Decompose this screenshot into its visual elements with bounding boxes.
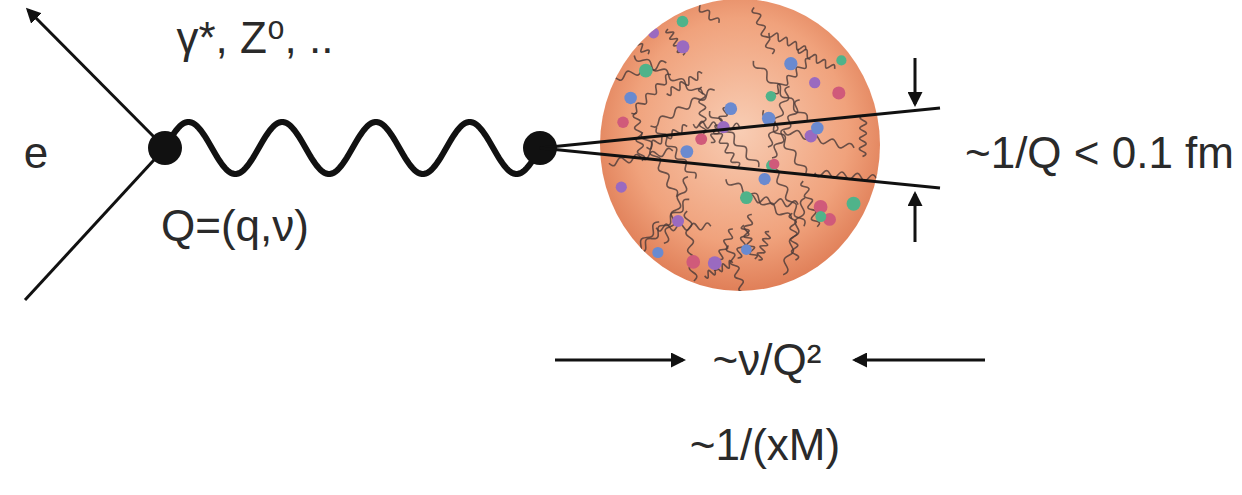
outgoing-electron <box>28 10 165 148</box>
dimension-arrow <box>555 359 683 362</box>
quark-dot <box>769 159 779 169</box>
quark-dot <box>741 244 752 255</box>
gluon-line <box>798 49 835 69</box>
quark-dot <box>639 64 653 78</box>
dimension-arrow <box>855 359 985 362</box>
quark-dot <box>624 92 637 105</box>
gluon-line <box>763 110 807 173</box>
dimension-label: ~1/Q < 0.1 fm <box>965 129 1234 177</box>
gluon-line <box>757 232 770 260</box>
gluon-line <box>656 223 711 231</box>
quark-dot <box>617 39 629 51</box>
quark-dot <box>630 249 643 262</box>
momentum-label: Q=(q,ν) <box>161 202 309 250</box>
gluon-line <box>753 61 807 120</box>
quark-dot <box>832 86 845 99</box>
dimension-label: ~1/(xM) <box>690 421 840 469</box>
gluon-line <box>726 179 792 219</box>
probe-line <box>540 108 940 148</box>
gluon-line <box>667 72 703 96</box>
quark-dot <box>680 145 693 158</box>
photon-backdrop <box>198 80 518 218</box>
vertex-dot <box>148 131 182 165</box>
quark-dot <box>809 77 820 88</box>
gluon-line <box>714 129 740 167</box>
dimension-arrow <box>914 58 917 104</box>
quark-dot <box>766 91 776 101</box>
gluon-line <box>859 115 866 156</box>
quark-dot <box>616 182 627 193</box>
quark-dot <box>811 122 824 135</box>
gluon-line <box>610 222 659 284</box>
quark-dot <box>652 247 663 258</box>
dimension-label: ~ν/Q² <box>713 336 822 384</box>
gluon-line <box>684 211 697 281</box>
proton-blob <box>600 0 880 291</box>
dimension-arrow <box>914 194 917 242</box>
quark-dot <box>724 102 737 115</box>
boson-label: γ*, Z⁰, .. <box>177 14 334 62</box>
photon-wave <box>165 122 540 174</box>
parton-sea <box>599 0 876 299</box>
quark-dot <box>740 191 753 204</box>
quark-dot <box>677 16 689 28</box>
gluon-line <box>634 55 703 94</box>
quark-dot <box>847 197 861 211</box>
gluon-line <box>783 198 805 275</box>
gluon-line <box>737 214 752 258</box>
quark-dot <box>686 255 700 269</box>
quark-dot <box>695 133 707 145</box>
gluon-line <box>599 61 666 85</box>
quark-dot <box>784 57 797 70</box>
probe-line <box>540 148 940 188</box>
quark-dot <box>708 256 722 270</box>
gluon-line <box>769 33 806 50</box>
particle-label: e <box>24 129 48 177</box>
quark-dot <box>672 215 684 227</box>
gluon-line <box>641 132 677 197</box>
gluon-line <box>752 8 774 55</box>
quark-dot <box>617 116 629 128</box>
quark-dot <box>836 55 846 65</box>
quark-dot <box>648 27 659 38</box>
quark-dot <box>758 173 770 185</box>
gluon-line <box>631 74 671 114</box>
gluon-line <box>772 100 800 158</box>
quark-dot <box>676 40 689 53</box>
gluon-line <box>664 177 688 244</box>
gluon-line <box>621 29 649 54</box>
gluon-line <box>710 111 759 167</box>
quark-dot <box>815 211 826 222</box>
